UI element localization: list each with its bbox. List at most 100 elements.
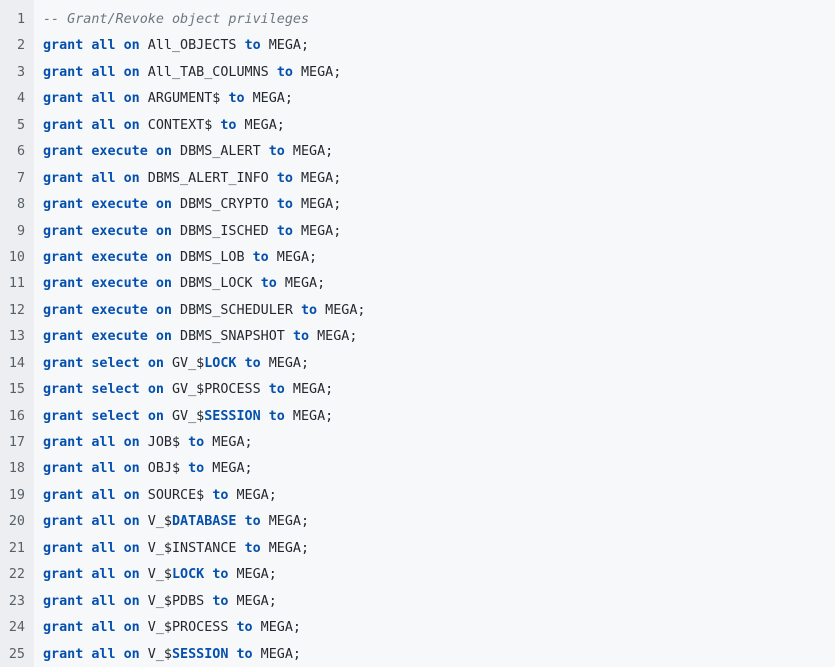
keyword-token: all <box>91 461 116 477</box>
identifier-token <box>116 118 124 133</box>
code-line: 1-- Grant/Revoke object privileges <box>0 7 835 33</box>
identifier-token: MEGA; <box>236 117 285 133</box>
identifier-token: MEGA; <box>204 461 253 477</box>
identifier-token <box>140 356 148 371</box>
code-text: grant all on V_$PROCESS to MEGA; <box>43 615 301 641</box>
identifier-token: MEGA; <box>292 64 342 80</box>
identifier-token: MEGA; <box>260 540 310 556</box>
code-text: grant execute on DBMS_CRYPTO to MEGA; <box>43 192 341 218</box>
keyword-token: on <box>123 540 140 556</box>
line-number: 2 <box>16 38 25 54</box>
identifier-token <box>116 567 124 582</box>
keyword-token: grant <box>43 461 84 477</box>
identifier-token: MEGA; <box>252 646 301 662</box>
identifier-token <box>116 65 124 80</box>
keyword-token: on <box>155 223 172 239</box>
keyword-token: select <box>91 355 140 371</box>
keyword-token: on <box>123 593 140 609</box>
keyword-token: to <box>301 302 318 318</box>
keyword-token: to <box>276 170 293 186</box>
keyword-token: to <box>220 117 237 133</box>
code-text: grant execute on DBMS_SNAPSHOT to MEGA; <box>43 324 357 350</box>
keyword-token: to <box>236 646 253 662</box>
keyword-token: execute <box>91 223 148 239</box>
keyword-token: grant <box>43 249 84 265</box>
keyword-token: grant <box>43 117 84 133</box>
identifier-token <box>116 91 124 106</box>
identifier-token <box>148 276 156 291</box>
keyword-token: to <box>276 197 293 213</box>
keyword-token: all <box>91 435 116 450</box>
line-number: 24 <box>8 620 25 636</box>
keyword-token: grant <box>43 355 84 371</box>
identifier-token: MEGA; <box>284 144 334 160</box>
identifier-token <box>140 409 148 424</box>
code-text: grant all on V_$INSTANCE to MEGA; <box>43 536 309 562</box>
keyword-token: to <box>212 593 229 609</box>
keyword-token: grant <box>43 487 84 503</box>
identifier-token <box>116 647 124 662</box>
identifier-token <box>228 647 236 662</box>
keyword-token: to <box>252 249 269 265</box>
identifier-token: DBMS_LOCK <box>172 276 261 292</box>
keyword-token: grant <box>43 276 84 292</box>
line-number: 21 <box>8 540 25 556</box>
keyword-token: execute <box>91 302 148 318</box>
keyword-token: to <box>244 514 261 530</box>
code-text: grant all on SOURCE$ to MEGA; <box>43 483 277 509</box>
identifier-token <box>116 435 124 450</box>
keyword-token: on <box>123 38 140 54</box>
identifier-token <box>148 303 156 318</box>
identifier-token: MEGA; <box>284 382 334 398</box>
identifier-token: MEGA; <box>244 91 293 107</box>
keyword-token: all <box>91 117 116 133</box>
identifier-token: V_$ <box>139 567 172 583</box>
code-text: grant execute on DBMS_LOCK to MEGA; <box>43 271 325 297</box>
identifier-token: MEGA; <box>292 223 342 239</box>
identifier-token <box>116 594 124 609</box>
identifier-token: GV_$ <box>163 355 205 371</box>
line-number: 5 <box>16 117 25 133</box>
keyword-token: grant <box>43 382 84 398</box>
identifier-token: DBMS_CRYPTO <box>172 197 277 213</box>
identifier-token: MEGA; <box>284 408 334 424</box>
line-number: 7 <box>16 170 25 186</box>
keyword-token: grant <box>43 646 84 662</box>
keyword-token: on <box>155 249 172 265</box>
identifier-token: V_$ <box>139 646 172 662</box>
keyword-token: execute <box>91 329 148 345</box>
keyword-token: DATABASE <box>172 514 237 530</box>
identifier-token: DBMS_ALERT <box>172 144 269 160</box>
keyword-token: on <box>123 461 140 477</box>
keyword-token: on <box>147 382 164 398</box>
keyword-token: grant <box>43 593 84 609</box>
keyword-token: on <box>123 117 140 133</box>
identifier-token: SOURCE$ <box>139 487 213 503</box>
keyword-token: all <box>91 540 116 556</box>
keyword-token: to <box>268 382 285 398</box>
line-number: 1 <box>16 12 25 27</box>
keyword-token: all <box>91 91 116 107</box>
line-number: 25 <box>8 646 25 662</box>
keyword-token: LOCK <box>204 355 237 371</box>
identifier-token: MEGA; <box>309 329 358 345</box>
code-text: grant all on CONTEXT$ to MEGA; <box>43 113 285 139</box>
identifier-token <box>116 620 124 635</box>
keyword-token: on <box>147 355 164 371</box>
identifier-token: V_$PDBS <box>139 593 213 609</box>
line-number: 20 <box>8 514 25 530</box>
identifier-token: V_$INSTANCE <box>139 540 245 556</box>
keyword-token: grant <box>43 223 84 239</box>
code-text: grant execute on DBMS_LOB to MEGA; <box>43 245 317 271</box>
keyword-token: grant <box>43 435 84 450</box>
identifier-token: DBMS_ISCHED <box>172 223 277 239</box>
identifier-token <box>116 541 124 556</box>
